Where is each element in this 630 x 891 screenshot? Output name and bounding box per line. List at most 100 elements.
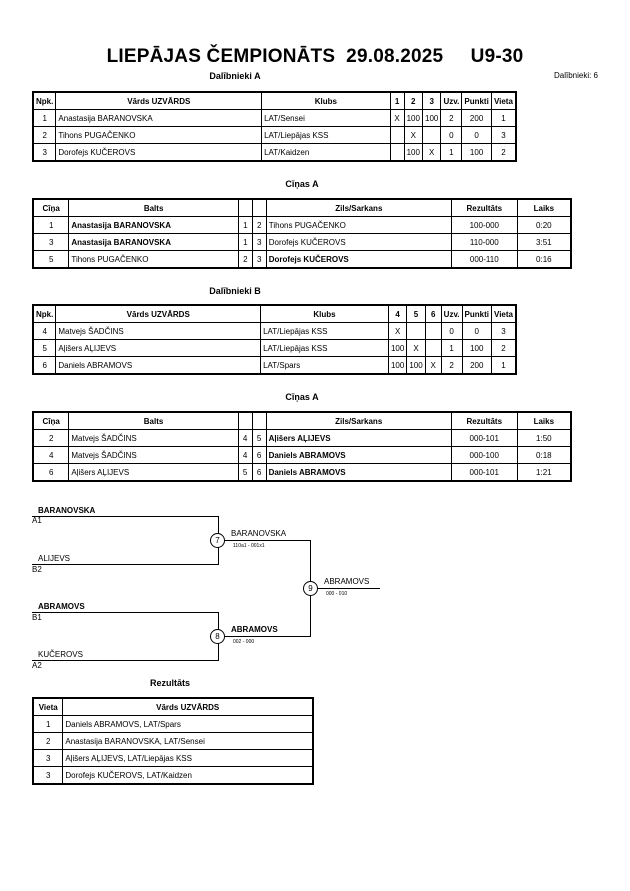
bracket-semi2-top-name: ABRAMOVS — [38, 602, 85, 611]
fight-number: 2 — [32, 429, 70, 447]
bracket-semi1-top-name: BARANOVSKA — [38, 506, 96, 515]
column-header: Cīņa — [32, 198, 70, 217]
table-cell: 2 — [32, 126, 57, 144]
white-athlete: Anastasija BARANOVSKA — [68, 216, 239, 234]
fight-result: 100-000 — [450, 216, 518, 234]
table-cell: 2 — [490, 143, 517, 162]
table-cell: 2 — [440, 109, 463, 127]
column-header: Punkti — [461, 304, 492, 323]
white-athlete: Matvejs ŠADČINS — [68, 446, 239, 464]
table-cell: 5 — [32, 339, 57, 357]
table-cell: X — [403, 126, 423, 144]
bracket-winner-9: ABRAMOVS — [324, 577, 370, 586]
table-cell: LAT/Liepājas KSS — [260, 339, 389, 357]
table-cell: 100 — [403, 109, 423, 127]
table-cell: Daniels ABRAMOVS — [55, 356, 262, 375]
fight-time: 0:20 — [516, 216, 572, 234]
bracket-semi2-bottom-name: KUČEROVS — [38, 650, 83, 659]
table-cell: 100 — [461, 339, 492, 357]
white-athlete: Matvejs ŠADČINS — [68, 429, 239, 447]
table-cell: X — [406, 339, 426, 357]
group-b-title: Dalībnieki B — [209, 286, 261, 296]
table-cell — [424, 339, 442, 357]
table-cell: 200 — [461, 356, 492, 375]
blue-seed: 6 — [251, 446, 267, 464]
column-header: Vārds UZVĀRDS — [55, 91, 263, 110]
bracket-winner-7: BARANOVSKA — [231, 529, 287, 538]
table-cell: 4 — [32, 322, 57, 340]
fight-result: 000-100 — [450, 446, 518, 464]
table-cell: Anastasija BARANOVSKA — [55, 109, 263, 127]
white-seed: 1 — [237, 216, 253, 234]
fight-number: 4 — [32, 446, 70, 464]
column-header: Vieta — [490, 304, 517, 323]
table-cell: 100 — [406, 356, 426, 375]
column-header — [251, 411, 267, 430]
white-seed: 4 — [237, 446, 253, 464]
fight-number: 5 — [32, 250, 70, 269]
athlete: Aļišers AĻIJEVS, LAT/Liepājas KSS — [62, 749, 314, 767]
fights-a-title: Cīņas A — [285, 179, 319, 189]
table-cell: LAT/Sensei — [261, 109, 391, 127]
table-cell: 100 — [421, 109, 442, 127]
white-seed: 1 — [237, 233, 253, 251]
blue-athlete: Daniels ABRAMOVS — [265, 463, 452, 482]
table-cell: 0 — [461, 322, 492, 340]
column-header: 2 — [403, 91, 423, 110]
blue-seed: 3 — [251, 233, 267, 251]
table-cell: 3 — [32, 143, 57, 162]
table-cell: 1 — [32, 109, 57, 127]
column-header: Laiks — [516, 198, 572, 217]
column-header: 1 — [389, 91, 405, 110]
fight-time: 3:51 — [516, 233, 572, 251]
participants-total: Dalībnieki: 6 — [553, 71, 598, 80]
results-title: Rezultāts — [149, 678, 190, 688]
bracket-line — [225, 540, 310, 541]
column-header: Cīņa — [32, 411, 70, 430]
fight-result: 000-101 — [450, 429, 518, 447]
table-cell: 100 — [461, 143, 492, 162]
blue-seed: 6 — [251, 463, 267, 482]
athlete: Anastasija BARANOVSKA, LAT/Sensei — [62, 732, 314, 750]
bracket-score-7: 110a1 - 001x1 — [233, 543, 265, 549]
column-header: Balts — [68, 198, 239, 217]
table-cell: 100 — [387, 339, 408, 357]
column-header: Rezultāts — [450, 198, 518, 217]
bracket-semi2-bottom-seed: A2 — [32, 661, 42, 670]
bracket-semi1-bottom-seed: B2 — [32, 565, 42, 574]
bracket-line — [318, 588, 380, 589]
table-cell: X — [421, 143, 442, 162]
blue-seed: 2 — [251, 216, 267, 234]
athlete: Daniels ABRAMOVS, LAT/Spars — [62, 715, 314, 733]
fight-time: 1:21 — [516, 463, 572, 482]
column-header: Punkti — [461, 91, 492, 110]
table-cell — [389, 126, 405, 144]
fight-time: 0:16 — [516, 250, 572, 269]
table-cell: 200 — [461, 109, 492, 127]
table-cell: 0 — [461, 126, 492, 144]
white-seed: 4 — [237, 429, 253, 447]
blue-athlete: Dorofejs KUČEROVS — [265, 250, 452, 269]
column-header: Rezultāts — [450, 411, 518, 430]
bracket-fight-7: 7 — [210, 533, 225, 548]
table-cell: 3 — [490, 126, 517, 144]
table-cell: 100 — [403, 143, 423, 162]
blue-athlete: Aļišers AĻIJEVS — [265, 429, 452, 447]
table-cell — [406, 322, 426, 340]
column-header: Vārds UZVĀRDS — [62, 697, 314, 716]
table-cell: 3 — [490, 322, 517, 340]
fight-time: 1:50 — [516, 429, 572, 447]
table-cell: 1 — [440, 143, 463, 162]
